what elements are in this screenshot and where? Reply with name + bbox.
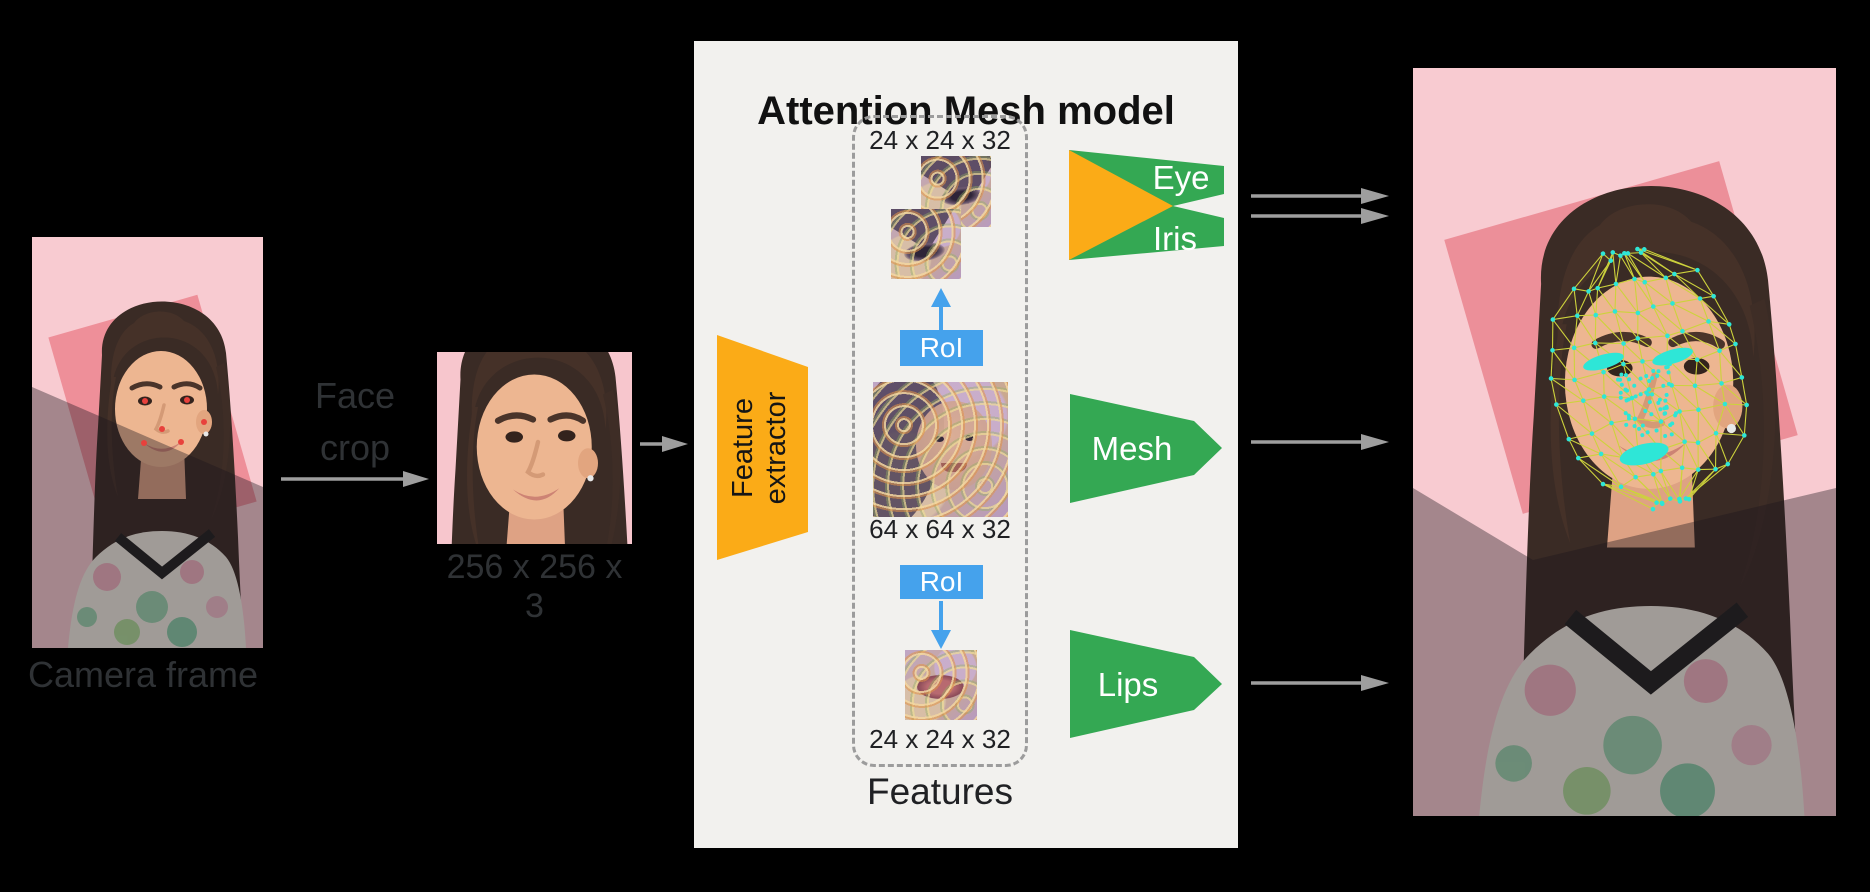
roi-arrow-up — [931, 288, 951, 333]
lips-submodel-label: Lips — [1098, 666, 1159, 703]
feature-extractor-label-line1: Feature — [727, 398, 759, 498]
hair-texture — [921, 156, 991, 204]
eye-texture — [935, 436, 945, 442]
face-landmark-dots — [141, 397, 207, 446]
camera-frame-photo — [32, 237, 263, 648]
feature-extractor-shape — [717, 335, 808, 560]
lips-submodel-shape: Lips — [1070, 630, 1222, 738]
person-illustration — [437, 352, 632, 544]
camera-frame-label: Camera frame — [28, 654, 259, 695]
face-crop-label-line1: Face — [314, 375, 396, 416]
face-crop-label-line2: crop — [319, 427, 391, 469]
face-crop-label: Face crop — [283, 370, 427, 474]
face-crop-photo — [437, 352, 632, 544]
shade-overlay — [1413, 488, 1836, 816]
face-crop-dims-label: 256 x 256 x 3 — [446, 548, 623, 625]
iris-submodel-label: Iris — [1153, 220, 1197, 257]
lips-texture — [916, 675, 965, 699]
lips-feature-map — [905, 650, 977, 720]
mesh-submodel-shape: Mesh — [1070, 394, 1222, 503]
feature-extractor-label-line2: extractor — [760, 391, 793, 505]
eye-texture — [902, 239, 946, 264]
attention-triangle — [1069, 150, 1173, 260]
features-group-label: Features — [866, 771, 1013, 812]
eye-iris-submodel-shape: Eye Iris — [1069, 150, 1224, 260]
hair-texture — [873, 382, 960, 517]
mesh-submodel-label: Mesh — [1092, 430, 1173, 467]
lips-branch-dims-label: 24 x 24 x 32 — [869, 724, 1011, 754]
eye-texture — [939, 184, 983, 209]
result-photo — [1413, 68, 1836, 816]
model-title: Attention Mesh model — [757, 89, 1175, 133]
arrow-face-crop — [281, 471, 429, 487]
eye-feature-map-left — [891, 209, 961, 279]
arrow-mesh-output — [1251, 434, 1389, 450]
face-texture — [916, 400, 992, 490]
features-group-box — [852, 115, 1028, 767]
face-mesh-overlay — [1548, 246, 1749, 512]
arrow-lips-output — [1251, 675, 1389, 691]
feature-extractor-label: Feature extractor — [727, 338, 797, 558]
shade-overlay — [32, 387, 263, 648]
roi-lips-label: RoI — [919, 566, 964, 597]
hair-texture — [891, 209, 960, 250]
eye-branch-dims-label: 24 x 24 x 32 — [869, 125, 1011, 155]
face-feature-map — [873, 382, 1008, 517]
mouth-texture — [940, 463, 967, 472]
eye-submodel-label: Eye — [1153, 159, 1210, 196]
eye-texture — [964, 434, 974, 441]
attention-mesh-model-box: Attention Mesh model Feature extractor 2… — [694, 41, 1238, 848]
roi-arrow-down — [931, 601, 951, 649]
roi-eye-label: RoI — [919, 332, 964, 363]
arrows-eye-iris-output — [1251, 188, 1389, 224]
arrow-into-model — [640, 436, 688, 452]
roi-eye-box: RoI — [900, 330, 983, 366]
roi-lips-box: RoI — [900, 565, 983, 599]
feature-extractor-block: Feature extractor — [717, 335, 808, 560]
face-dims-label: 64 x 64 x 32 — [869, 514, 1011, 544]
